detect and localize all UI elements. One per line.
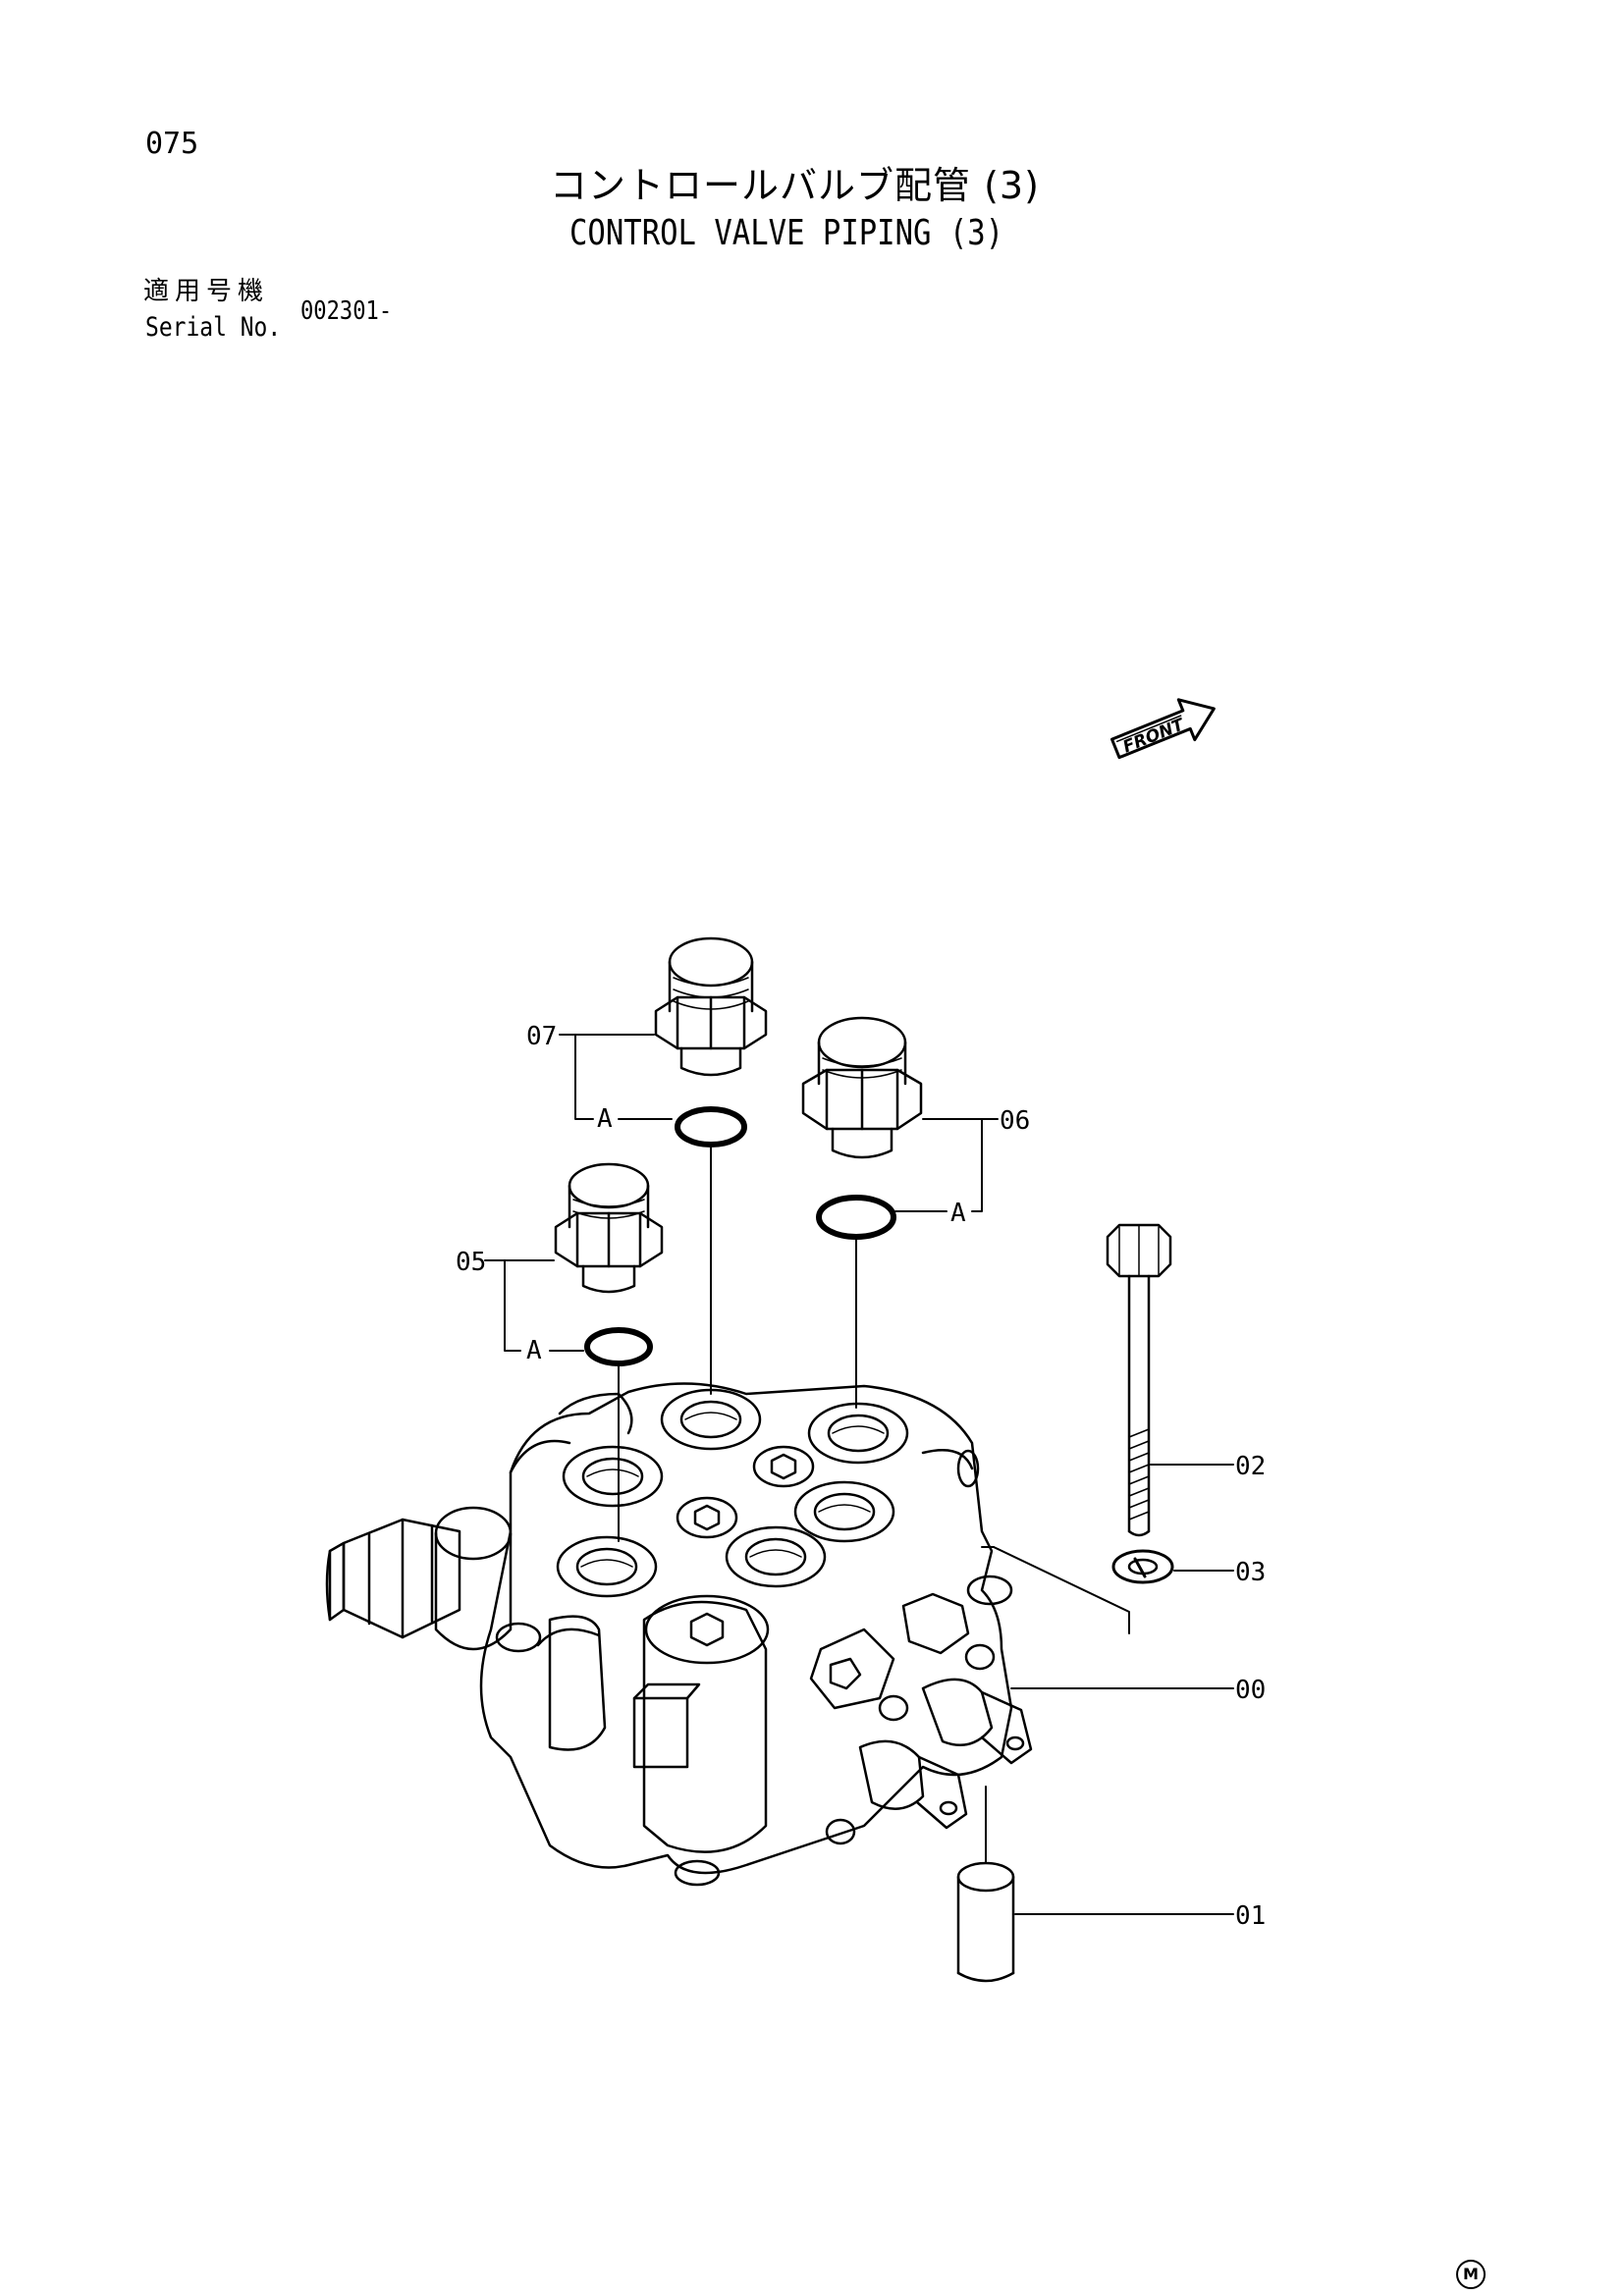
collar-01 bbox=[956, 1861, 1015, 1983]
o-ring bbox=[816, 1195, 896, 1240]
bolt-02 bbox=[1106, 1223, 1172, 1537]
spring-washer-03 bbox=[1111, 1549, 1174, 1584]
callout-02: 02 bbox=[1235, 1452, 1266, 1481]
hex-socket-plug bbox=[752, 1445, 815, 1488]
callout-05: 05 bbox=[456, 1248, 486, 1277]
callout-a-07: A bbox=[597, 1104, 613, 1134]
o-ring bbox=[675, 1106, 747, 1148]
callout-a-06: A bbox=[950, 1199, 966, 1228]
callout-07: 07 bbox=[526, 1022, 557, 1051]
front-direction-arrow-icon: FRONT bbox=[1110, 698, 1216, 760]
fitting-05 bbox=[554, 1162, 664, 1294]
callout-06: 06 bbox=[1000, 1106, 1030, 1136]
fitting-07 bbox=[654, 936, 768, 1077]
serial-label-english: Serial No. bbox=[145, 312, 282, 343]
serial-number-value: 002301- bbox=[300, 296, 393, 326]
port-boss bbox=[807, 1402, 909, 1465]
callout-a-05: A bbox=[526, 1336, 542, 1365]
callout-03: 03 bbox=[1235, 1558, 1266, 1587]
page-number: 075 bbox=[145, 127, 199, 161]
footer-mark: M bbox=[1456, 2260, 1486, 2289]
port-boss bbox=[562, 1445, 664, 1508]
spool-end bbox=[921, 1678, 1033, 1765]
port-boss bbox=[793, 1480, 895, 1543]
callout-00: 00 bbox=[1235, 1676, 1266, 1705]
port-boss bbox=[660, 1388, 762, 1451]
spool-end bbox=[858, 1739, 968, 1830]
serial-label-japanese: 適用号機 bbox=[143, 277, 270, 306]
control-valve-body bbox=[325, 1382, 1033, 1887]
callout-01: 01 bbox=[1235, 1901, 1266, 1931]
fitting-06 bbox=[801, 1016, 923, 1159]
title-japanese: コントロールバルブ配管 (3) bbox=[550, 164, 1040, 207]
hex-socket-plug bbox=[676, 1496, 738, 1539]
port-boss bbox=[556, 1535, 658, 1598]
title-english: CONTROL VALVE PIPING (3) bbox=[569, 213, 1004, 253]
leader-lines bbox=[484, 1034, 1234, 1915]
port-boss bbox=[725, 1525, 827, 1588]
o-ring bbox=[584, 1327, 653, 1366]
